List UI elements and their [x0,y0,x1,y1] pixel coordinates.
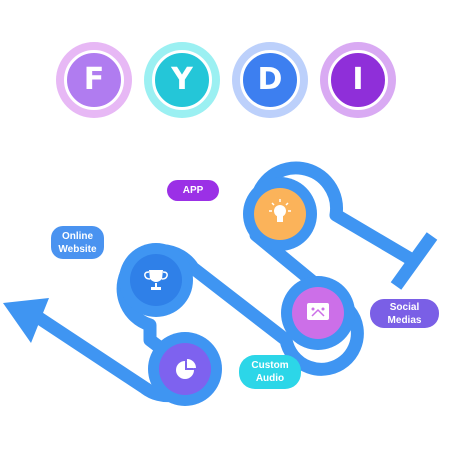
letter-badge-inner: Y [152,50,212,110]
label-online-website: Online Website [51,226,104,259]
letter-badge-inner: I [328,50,388,110]
letter-d: D [257,62,283,97]
trophy-icon [144,270,168,290]
winding-path [26,161,418,403]
label-online-website-line1: Online [61,230,94,242]
label-custom-audio-line2: Audio [255,373,285,384]
arrow-head [3,298,49,343]
letter-y: Y [171,62,193,97]
label-app: APP [167,180,219,201]
letter-i: I [352,62,364,97]
letter-badge-d: D [232,42,308,118]
label-app-text: APP [182,185,204,196]
chat-screen-icon [307,303,329,320]
label-social-medias-line1: Social [389,301,420,313]
label-custom-audio-line1: Custom [251,360,289,371]
label-social-medias-line2: Medias [387,314,422,326]
letter-f: F [83,62,105,97]
letter-badge-y: Y [144,42,220,118]
letter-badge-f: F [56,42,132,118]
lightbulb-icon [269,199,291,222]
letter-badge-i: I [320,42,396,118]
letter-badge-inner: F [64,50,124,110]
label-custom-audio: Custom Audio [239,355,301,389]
label-social-medias: Social Medias [370,299,439,328]
pie-chart-icon [176,359,196,379]
label-online-website-line2: Website [58,243,97,255]
letter-badge-inner: D [240,50,300,110]
